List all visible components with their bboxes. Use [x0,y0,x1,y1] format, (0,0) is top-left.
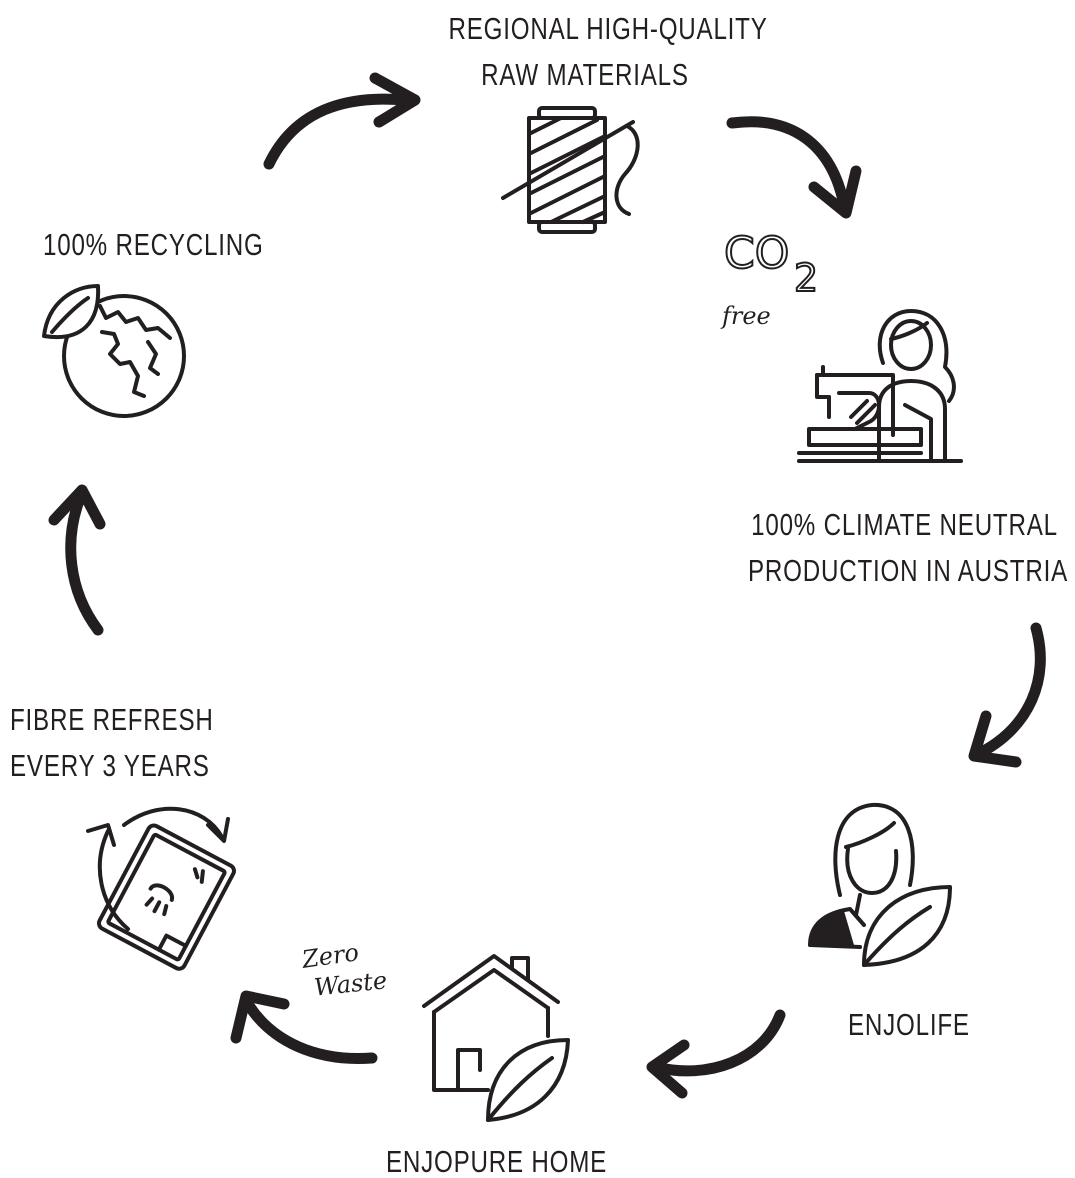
arrow-raw-to-production [726,116,862,219]
label-recycling: 100% RECYCLING [43,222,264,268]
arrow-production-to-enjolife [968,622,1046,768]
arrow-enjopure-to-fibre [230,990,378,1064]
globe-leaf-icon [42,284,186,418]
co2-main-text: CO [723,227,790,280]
label-fibre-refresh-line2: EVERY 3 YEARS [10,748,210,783]
seamstress-sewing-machine-icon [797,309,963,463]
label-enjopure-home: ENJOPURE HOME [386,1139,607,1178]
co2-subscript-text: 2 [793,255,819,301]
label-recycling-line1: 100% RECYCLING [43,227,264,262]
arrow-enjolife-to-enjopure [646,1009,786,1099]
zero-text: Zero [300,938,361,974]
label-raw-materials-line2: RAW MATERIALS [481,57,689,92]
co2-free-text: free [722,302,771,330]
label-fibre-refresh-line1: FIBRE REFRESH [10,702,214,737]
label-fibre-refresh: FIBRE REFRESH EVERY 3 YEARS [10,697,214,789]
label-production-line1: 100% CLIMATE NEUTRAL [751,507,1058,542]
arrow-recycling-to-raw [263,72,421,170]
co2-free-badge: CO 2 free [718,227,838,338]
label-enjopure-home-line1: ENJOPURE HOME [386,1144,608,1178]
house-leaf-icon [422,954,570,1122]
label-raw-materials-line1: REGIONAL HIGH-QUALITY [448,11,768,46]
label-production: 100% CLIMATE NEUTRAL PRODUCTION IN AUSTR… [748,502,1068,594]
label-production-line2: PRODUCTION IN AUSTRIA [748,553,1069,588]
label-enjolife: ENJOLIFE [848,1002,970,1048]
thread-spool-icon [501,106,640,234]
woman-leaf-icon [808,802,952,967]
waste-text: Waste [312,966,389,1002]
fibre-refresh-cloth-icon [86,806,236,971]
arrow-fibre-to-recycling [48,484,106,636]
label-raw-materials: REGIONAL HIGH-QUALITY RAW MATERIALS [448,6,768,98]
zero-waste-badge: Zero Waste [296,938,406,1012]
label-enjolife-line1: ENJOLIFE [848,1007,970,1042]
